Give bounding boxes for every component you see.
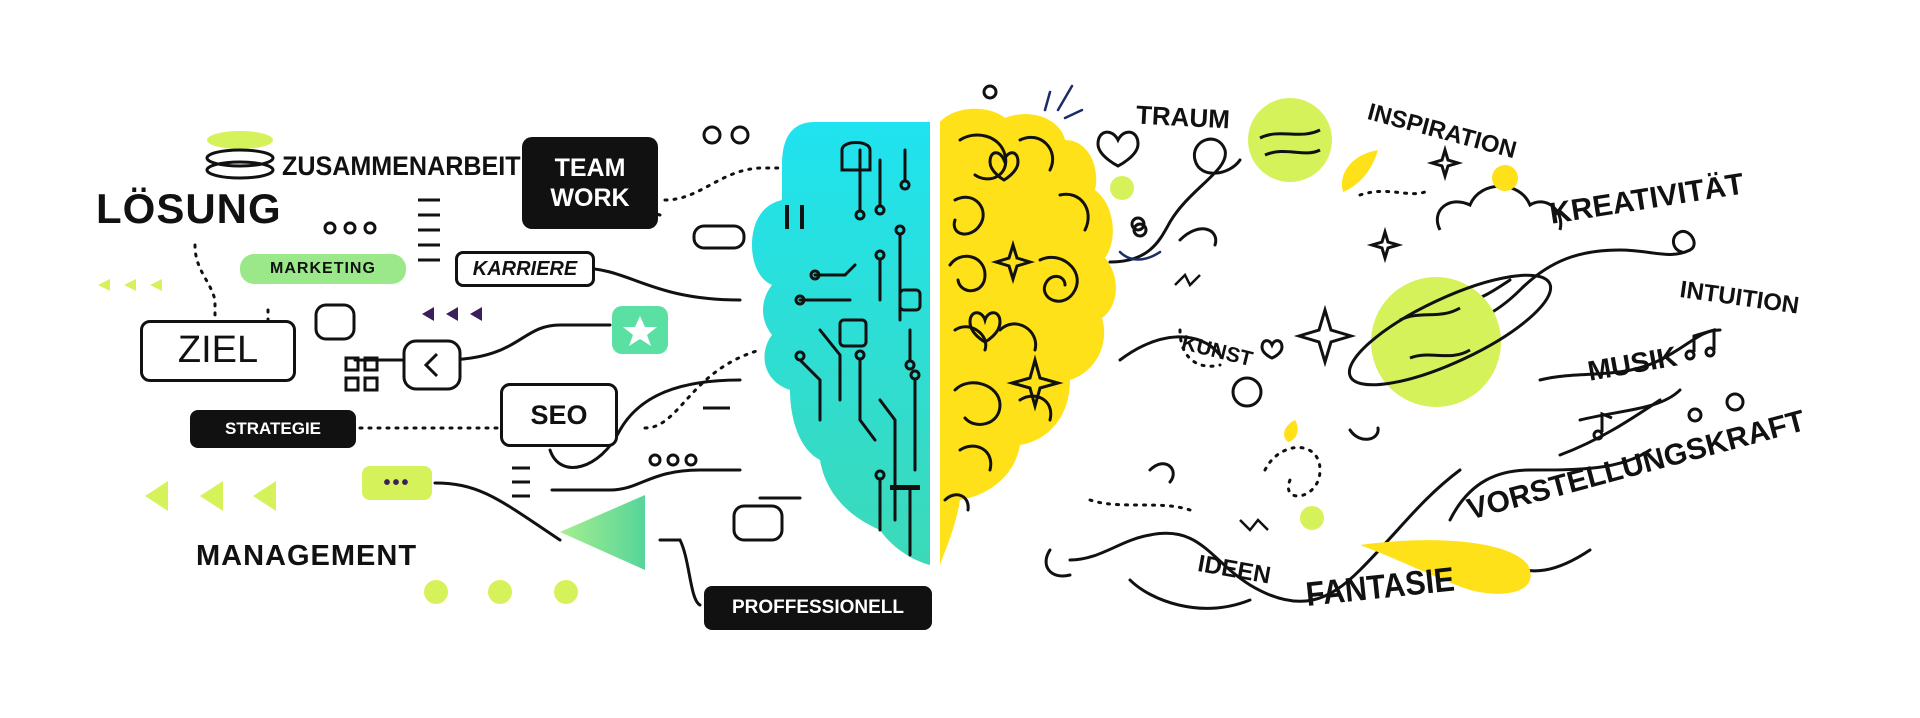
label-zusammenarbeit: ZUSAMMENARBEIT — [282, 151, 521, 181]
team-work-box: TEAM WORK — [522, 137, 658, 229]
label-seo: SEO — [530, 399, 588, 430]
purple-arrow-markers — [422, 307, 482, 321]
chat-bubble: ••• — [362, 466, 432, 500]
team-work-line2: WORK — [550, 184, 630, 212]
yellow-drops — [1284, 150, 1531, 594]
zigzag-lines — [1174, 272, 1269, 532]
planet-icon — [1347, 273, 1553, 407]
circuit-brain-icon — [752, 122, 930, 565]
seo-box: SEO — [500, 383, 618, 447]
connector-lines — [353, 198, 802, 607]
proffessionell-box: PROFFESSIONELL — [704, 586, 932, 630]
back-arrow-icon — [402, 339, 462, 391]
arrow-markers — [98, 279, 276, 511]
label-traum: TRAUM — [1135, 99, 1231, 135]
label-karriere: KARRIERE — [472, 258, 578, 280]
label-ziel: ZIEL — [177, 329, 259, 372]
team-work-line1: TEAM — [554, 154, 626, 182]
music-note-icon — [1592, 327, 1716, 441]
spark-lines — [1043, 84, 1162, 261]
lime-accents — [1110, 176, 1324, 530]
small-planet-icon — [1248, 98, 1332, 182]
creative-brain-icon — [940, 108, 1116, 565]
marketing-pill: MARKETING — [240, 254, 406, 284]
right-dotted-lines — [1088, 188, 1432, 512]
menu-lines-icon — [418, 198, 530, 498]
stack-icon — [205, 131, 275, 180]
grid-icon — [344, 356, 379, 392]
small-circles — [1132, 222, 1745, 423]
small-rounded-shapes — [314, 84, 1146, 542]
label-proffessionell: PROFFESSIONELL — [731, 596, 905, 618]
cloud-icon — [1435, 184, 1563, 231]
sparkle-icon — [1293, 144, 1464, 368]
strategie-box: STRATEGIE — [190, 410, 356, 448]
label-marketing: MARKETING — [270, 260, 376, 278]
ellipsis-dots-icon — [323, 221, 698, 467]
star-icon — [612, 306, 668, 354]
ziel-box: ZIEL — [140, 320, 296, 382]
dotted-lines — [193, 166, 792, 430]
label-loesung: LÖSUNG — [96, 185, 282, 232]
label-strategie: STRATEGIE — [224, 418, 322, 438]
lime-dots — [424, 580, 578, 604]
label-management: MANAGEMENT — [196, 540, 418, 572]
karriere-box: KARRIERE — [455, 251, 595, 287]
heart-icon — [1096, 130, 1284, 360]
play-triangle-icon — [560, 495, 645, 570]
